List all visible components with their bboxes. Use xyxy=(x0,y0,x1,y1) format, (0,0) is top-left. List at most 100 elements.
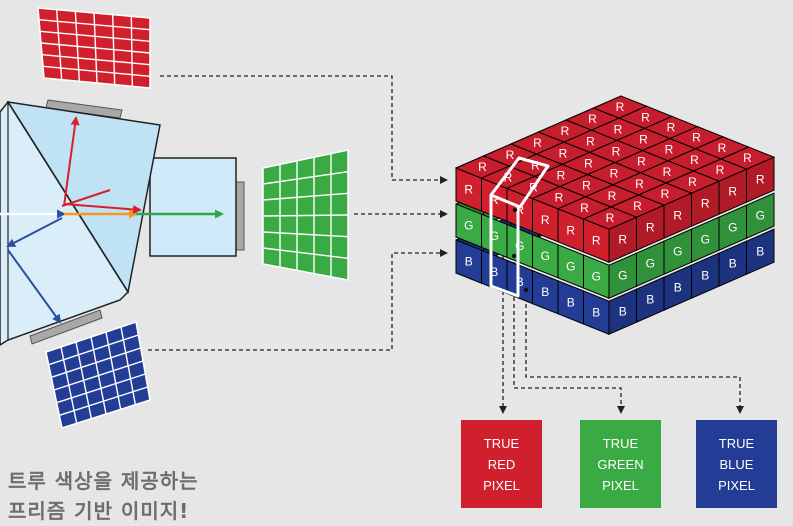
red-top-label: R xyxy=(663,165,672,179)
true-green-line1: TRUE xyxy=(602,435,639,451)
red-right-label: R xyxy=(618,233,627,247)
pixel-dots xyxy=(511,207,529,293)
blue-right-label: B xyxy=(619,305,627,319)
blue-front-label: B xyxy=(567,295,575,309)
top-sensor-plate xyxy=(45,99,123,119)
red-top-label: R xyxy=(633,199,642,213)
blue-front-label: B xyxy=(490,265,498,279)
blue-front-label: B xyxy=(592,306,600,320)
true-red-line2: RED xyxy=(487,456,516,472)
true-red-line3: PIXEL xyxy=(483,477,520,493)
green-right-label: G xyxy=(701,233,710,247)
red-top-label: R xyxy=(478,160,487,174)
green-right-label: G xyxy=(728,221,737,235)
red-top-label: R xyxy=(612,145,621,159)
red-ray-mid xyxy=(61,189,111,207)
red-ray-up xyxy=(63,116,80,207)
blue-right-label: B xyxy=(729,257,737,271)
true-red-line1: TRUE xyxy=(483,435,520,451)
red-top-label: R xyxy=(635,177,644,191)
blue-grid-hline xyxy=(51,347,141,378)
blue-front-label: B xyxy=(541,285,549,299)
true-blue-line3: PIXEL xyxy=(718,477,755,493)
red-top-label: R xyxy=(580,201,589,215)
red-top-label: R xyxy=(557,169,566,183)
blue-right-label: B xyxy=(646,293,654,307)
red-top-label: R xyxy=(718,141,727,155)
green-right-label: G xyxy=(673,245,682,259)
red-top-label: R xyxy=(743,151,752,165)
selected-pixel-column xyxy=(489,156,550,298)
red-grid-hline xyxy=(39,30,151,43)
caption-line1: 트루 색상을 제공하는 xyxy=(8,469,199,493)
red-top-label: R xyxy=(584,157,593,171)
true-red-pixel-box: TRUE RED PIXEL xyxy=(461,420,542,508)
red-top-label: R xyxy=(606,211,615,225)
red-right-label: R xyxy=(728,185,737,199)
blue-ray-down xyxy=(7,249,62,324)
green-grid-hline xyxy=(262,214,349,217)
red-top-label: R xyxy=(608,189,617,203)
red-right-label: R xyxy=(673,209,682,223)
red-top-label: R xyxy=(641,110,650,124)
blue-right-label: B xyxy=(674,281,682,295)
green-right-label: G xyxy=(646,257,655,271)
red-top-label: R xyxy=(667,121,676,135)
blue-right-cell xyxy=(746,228,775,275)
red-grid-hline xyxy=(41,53,151,66)
red-front-label: R xyxy=(490,193,499,207)
red-front-label: R xyxy=(464,183,473,197)
red-top-label: R xyxy=(616,100,625,114)
red-grid-hline xyxy=(40,42,151,54)
red-top-label: R xyxy=(586,134,595,148)
green-right-cell xyxy=(746,192,775,239)
blue-front-label: B xyxy=(465,255,473,269)
green-front-label: G xyxy=(490,229,499,243)
green-right-label: G xyxy=(618,269,627,283)
caption: 트루 색상을 제공하는 프리즘 기반 이미지! xyxy=(8,466,308,526)
green-sensor-grid xyxy=(262,149,349,281)
bottom-sensor-plate xyxy=(29,309,103,345)
red-right-label: R xyxy=(701,197,710,211)
red-top-label: R xyxy=(690,153,699,167)
red-front-label: R xyxy=(515,203,524,217)
red-top-label: R xyxy=(661,187,670,201)
red-right-label: R xyxy=(646,221,655,235)
blue-connector xyxy=(148,249,448,351)
red-top-label: R xyxy=(504,170,513,184)
red-front-label: R xyxy=(566,223,575,237)
red-sensor-grid xyxy=(37,7,151,89)
true-blue-line1: TRUE xyxy=(718,435,755,451)
green-right-label: G xyxy=(756,209,765,223)
red-top-label: R xyxy=(533,136,542,150)
red-top-label: R xyxy=(639,133,648,147)
red-top-label: R xyxy=(555,191,564,205)
red-top-label: R xyxy=(588,112,597,126)
red-top-label: R xyxy=(610,167,619,181)
true-green-line3: PIXEL xyxy=(602,477,639,493)
green-grid-hline xyxy=(262,170,349,185)
red-top-label: R xyxy=(582,179,591,193)
red-top-label: R xyxy=(637,155,646,169)
red-ray-right xyxy=(63,203,142,214)
red-grid-hline xyxy=(42,65,151,78)
green-grid-hline xyxy=(262,192,349,201)
red-top-label: R xyxy=(665,143,674,157)
green-front-label: G xyxy=(592,270,601,284)
red-connector xyxy=(160,75,448,184)
true-green-pixel-box: TRUE GREEN PIXEL xyxy=(580,420,661,508)
red-top-label: R xyxy=(561,124,570,138)
red-right-label: R xyxy=(756,173,765,187)
prism-assembly xyxy=(0,99,245,346)
red-top-label: R xyxy=(614,122,623,136)
right-sensor-plate xyxy=(235,181,245,251)
blue-ray-left xyxy=(6,217,63,247)
red-top-label: R xyxy=(688,175,697,189)
green-front-label: G xyxy=(541,249,550,263)
true-blue-line2: BLUE xyxy=(719,456,754,472)
prism-right-block xyxy=(149,157,237,257)
true-blue-pixel-box: TRUE BLUE PIXEL xyxy=(696,420,777,508)
red-grid-hline xyxy=(38,18,151,31)
red-top-label: R xyxy=(716,163,725,177)
